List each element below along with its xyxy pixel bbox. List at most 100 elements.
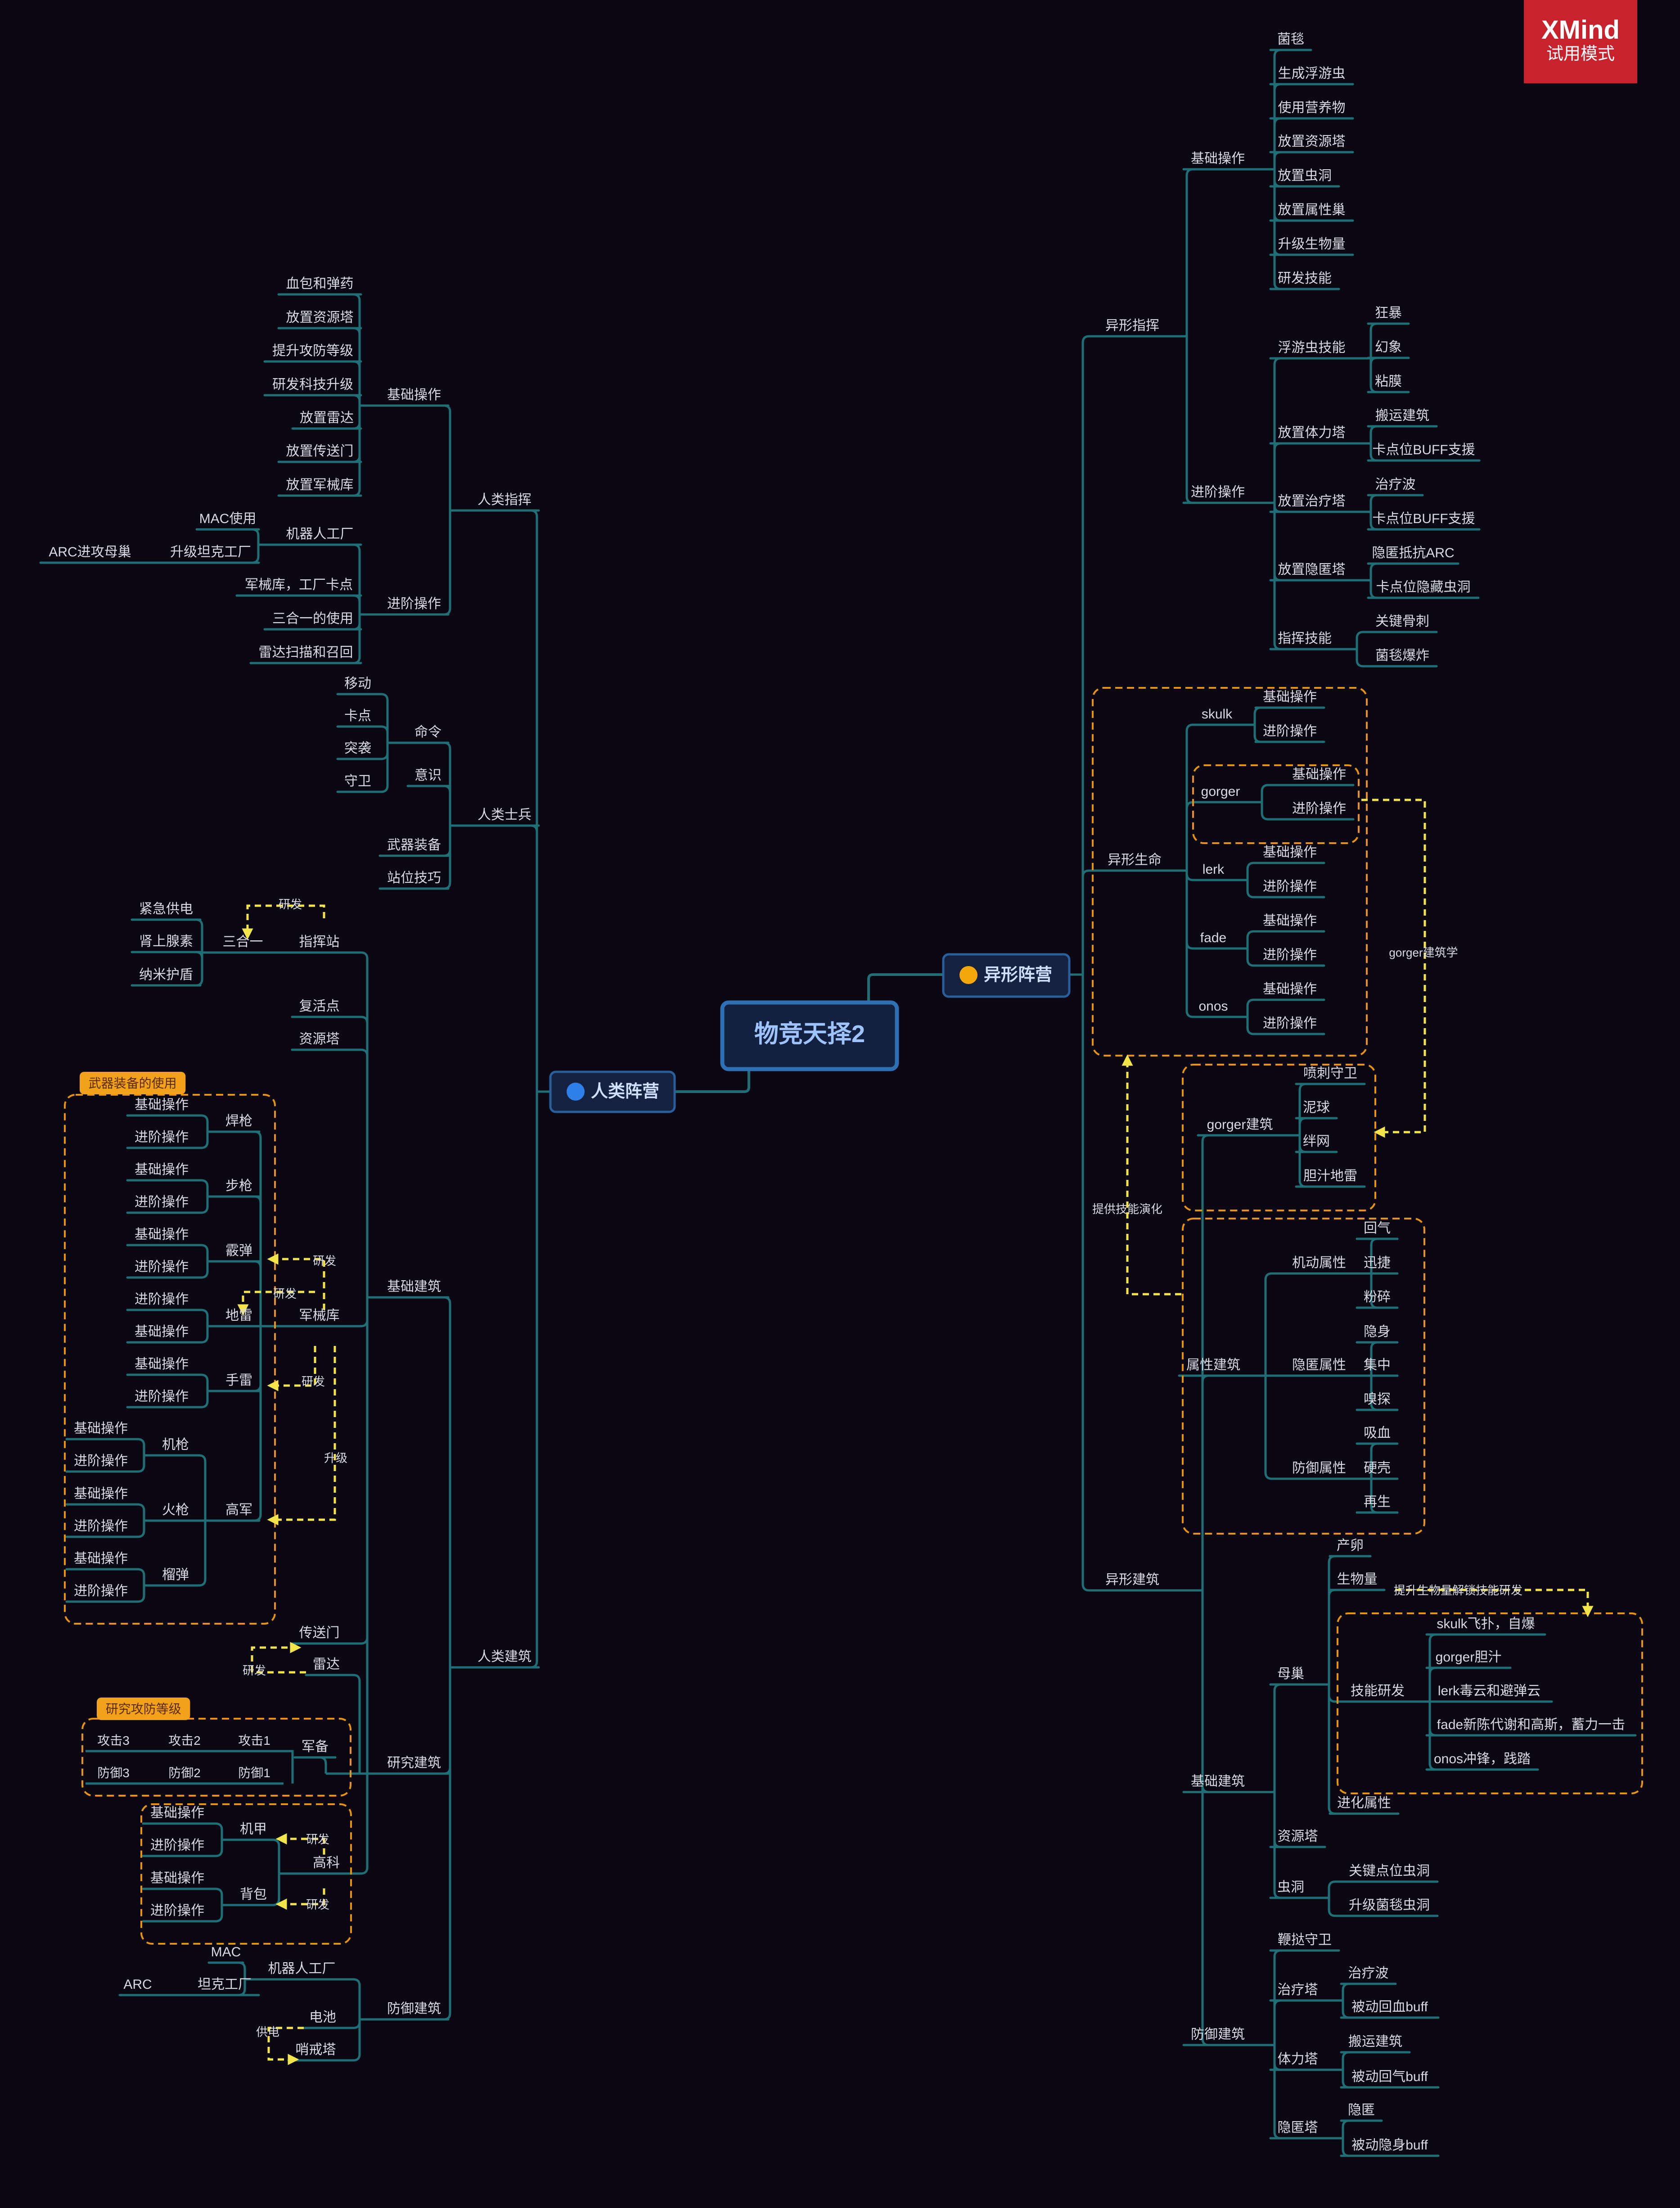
alien-commander-advanced-drifter-items-1-topic[interactable]: 幻象 [1375, 340, 1402, 355]
research-defense-2[interactable]: 防御1 [238, 1766, 270, 1780]
human-buildings-research-advanced-op-topic[interactable]: 进阶操作 [150, 1838, 204, 1853]
alien-commander-basic-items-5-topic[interactable]: 放置属性巢 [1278, 203, 1346, 217]
alien-buildings-gorger-buildings-label-topic[interactable]: gorger建筑 [1207, 1117, 1273, 1132]
root-topic-box[interactable] [720, 1000, 899, 1071]
alien-buildings-basic-hive-skill-research-label-topic[interactable]: 技能研发 [1351, 1684, 1405, 1698]
human-buildings-basic-advanced-op-topic[interactable]: 进阶操作 [135, 1260, 189, 1274]
alien-buildings-gorger-buildings-items-0-topic[interactable]: 喷刺守卫 [1303, 1066, 1357, 1081]
human-buildings-defense-robot-factory-topic[interactable]: 机器人工厂 [268, 1961, 336, 1976]
alien-buildings-defense-crag-label-topic[interactable]: 治疗塔 [1278, 1982, 1318, 1997]
human-buildings-basic-advanced-op-topic[interactable]: 进阶操作 [74, 1584, 128, 1598]
alien-buildings-basic-hive-label-topic[interactable]: 母巢 [1277, 1666, 1304, 1681]
alien-commander-label-topic[interactable]: 异形指挥 [1105, 318, 1159, 333]
alien-commander-advanced-cmd-skills-items-0-topic[interactable]: 关键骨刺 [1375, 614, 1429, 629]
human-soldier-command-items-2-topic[interactable]: 突袭 [344, 741, 371, 756]
alien-buildings-trait-mobility-items-1-topic[interactable]: 迅捷 [1364, 1255, 1391, 1270]
alien-buildings-basic-hive-skill-research-items-3-topic[interactable]: fade新陈代谢和高斯，蓄力一击 [1437, 1717, 1625, 1732]
alien-buildings-trait-stealth-items-0-topic[interactable]: 隐身 [1364, 1324, 1391, 1339]
alien-buildings-basic-wormhole-items-1-topic[interactable]: 升级菌毯虫洞 [1349, 1898, 1430, 1913]
human-buildings-basic-heavy-armor-items-0-topic[interactable]: 机枪 [162, 1437, 189, 1452]
human-soldier-label-topic[interactable]: 人类士兵 [477, 808, 531, 822]
human-buildings-basic-weapons-0-topic[interactable]: 焊枪 [225, 1114, 252, 1129]
human-commander-basic-items-3-topic[interactable]: 研发科技升级 [272, 377, 353, 392]
alien-commander-advanced-crag-label-topic[interactable]: 放置治疗塔 [1278, 494, 1346, 509]
alien-commander-basic-items-4-topic[interactable]: 放置虫洞 [1278, 168, 1332, 183]
human-buildings-basic-three-in-one-label-topic[interactable]: 三合一 [223, 935, 263, 949]
alien-commander-advanced-label-topic[interactable]: 进阶操作 [1191, 485, 1245, 500]
alien-buildings-defense-label-topic[interactable]: 防御建筑 [1191, 2027, 1245, 2042]
human-buildings-research-advanced-op-topic[interactable]: 进阶操作 [150, 1903, 204, 1918]
alien-buildings-defense-shift-label-topic[interactable]: 体力塔 [1278, 2052, 1318, 2067]
alien-lifeforms-items-1-ops-0-topic[interactable]: 基础操作 [1292, 767, 1346, 782]
human-buildings-research-label-topic[interactable]: 研究建筑 [387, 1756, 441, 1770]
alien-buildings-trait-mobility-items-2-topic[interactable]: 粉碎 [1364, 1290, 1391, 1305]
alien-commander-basic-items-0-topic[interactable]: 菌毯 [1277, 32, 1304, 47]
human-buildings-basic-three-in-one-items-2-topic[interactable]: 纳米护盾 [139, 967, 193, 982]
alien-commander-advanced-shift-items-0-topic[interactable]: 搬运建筑 [1375, 408, 1429, 423]
human-commander-basic-label-topic[interactable]: 基础操作 [387, 388, 441, 402]
alien-camp-box[interactable] [942, 953, 1071, 998]
research-defense-1[interactable]: 防御2 [168, 1766, 201, 1780]
alien-commander-advanced-shade-items-1-topic[interactable]: 卡点位隐藏虫洞 [1376, 580, 1471, 595]
human-buildings-basic-armory-topic[interactable]: 军械库 [299, 1308, 340, 1323]
human-camp-box[interactable] [549, 1070, 676, 1113]
alien-buildings-trait-stealth-items-1-topic[interactable]: 集中 [1364, 1358, 1391, 1373]
alien-lifeforms-items-1-name-topic[interactable]: gorger [1201, 784, 1240, 799]
alien-buildings-basic-hive-spawn-topic[interactable]: 产卵 [1337, 1538, 1364, 1553]
human-commander-basic-items-5-topic[interactable]: 放置传送门 [286, 444, 354, 459]
human-commander-advanced-three-in-one-topic[interactable]: 三合一的使用 [272, 611, 353, 626]
human-buildings-basic-weapons-2-topic[interactable]: 霰弹 [225, 1243, 252, 1258]
alien-lifeforms-items-3-name-topic[interactable]: fade [1200, 930, 1226, 945]
human-buildings-basic-advanced-op-topic[interactable]: 进阶操作 [74, 1454, 128, 1468]
human-commander-advanced-label-topic[interactable]: 进阶操作 [387, 596, 441, 611]
human-buildings-basic-weapons-3-topic[interactable]: 地雷 [225, 1308, 252, 1323]
human-commander-basic-items-4-topic[interactable]: 放置雷达 [300, 411, 354, 425]
human-commander-label-topic[interactable]: 人类指挥 [477, 492, 531, 507]
human-buildings-basic-basic-op-topic[interactable]: 基础操作 [135, 1227, 189, 1242]
alien-commander-advanced-drifter-items-0-topic[interactable]: 狂暴 [1375, 306, 1402, 321]
human-buildings-research-radar-topic[interactable]: 雷达 [313, 1657, 340, 1672]
alien-buildings-label-topic[interactable]: 异形建筑 [1105, 1572, 1159, 1587]
alien-buildings-gorger-buildings-items-1-topic[interactable]: 泥球 [1303, 1100, 1330, 1115]
alien-buildings-defense-shade-items-1-topic[interactable]: 被动隐身buff [1351, 2138, 1428, 2153]
alien-buildings-trait-defense-items-2-topic[interactable]: 再生 [1364, 1495, 1391, 1509]
alien-commander-advanced-shift-items-1-topic[interactable]: 卡点位BUFF支援 [1372, 443, 1475, 457]
alien-lifeforms-items-1-ops-1-topic[interactable]: 进阶操作 [1292, 801, 1346, 816]
human-commander-basic-items-2-topic[interactable]: 提升攻防等级 [272, 343, 353, 358]
human-buildings-research-armory-supply-topic[interactable]: 军备 [302, 1739, 329, 1754]
human-buildings-basic-heavy-armor-items-1-topic[interactable]: 火枪 [162, 1503, 189, 1517]
alien-lifeforms-items-0-name-topic[interactable]: skulk [1202, 707, 1233, 722]
human-buildings-basic-three-in-one-items-1-topic[interactable]: 肾上腺素 [139, 934, 193, 949]
alien-lifeforms-items-3-ops-1-topic[interactable]: 进阶操作 [1263, 948, 1317, 962]
alien-buildings-defense-crag-items-1-topic[interactable]: 被动回血buff [1351, 2000, 1428, 2014]
human-buildings-basic-advanced-op-topic[interactable]: 进阶操作 [135, 1195, 189, 1210]
human-buildings-basic-advanced-op-topic[interactable]: 进阶操作 [135, 1292, 189, 1307]
human-soldier-command-items-1-topic[interactable]: 卡点 [344, 709, 371, 723]
human-buildings-basic-heavy-armor-label-topic[interactable]: 高军 [225, 1503, 252, 1517]
alien-buildings-defense-shift-items-0-topic[interactable]: 搬运建筑 [1348, 2034, 1402, 2049]
research-attack-0[interactable]: 攻击3 [97, 1734, 130, 1747]
alien-commander-advanced-drifter-items-2-topic[interactable]: 粘膜 [1375, 374, 1402, 389]
alien-commander-advanced-drifter-label-topic[interactable]: 浮游虫技能 [1278, 340, 1346, 355]
human-buildings-defense-arc-topic[interactable]: ARC [123, 1977, 152, 1992]
alien-buildings-basic-hive-evolution-topic[interactable]: 进化属性 [1337, 1796, 1391, 1811]
human-buildings-basic-teleporter-topic[interactable]: 传送门 [299, 1626, 340, 1640]
human-commander-basic-items-6-topic[interactable]: 放置军械库 [286, 478, 354, 492]
human-buildings-basic-basic-op-topic[interactable]: 基础操作 [74, 1551, 128, 1566]
human-buildings-basic-advanced-op-topic[interactable]: 进阶操作 [135, 1130, 189, 1145]
human-commander-advanced-arc-siege-topic[interactable]: ARC进攻母巢 [49, 545, 131, 560]
alien-buildings-basic-hive-skill-research-items-0-topic[interactable]: skulk飞扑，自爆 [1437, 1616, 1535, 1631]
alien-buildings-basic-hive-skill-research-items-2-topic[interactable]: lerk毒云和避弹云 [1438, 1684, 1540, 1698]
human-buildings-basic-label-topic[interactable]: 基础建筑 [387, 1279, 441, 1294]
human-buildings-basic-command-station-topic[interactable]: 指挥站 [299, 935, 340, 949]
human-buildings-basic-advanced-op-topic[interactable]: 进阶操作 [74, 1519, 128, 1534]
human-buildings-defense-battery-topic[interactable]: 电池 [309, 2010, 336, 2025]
alien-buildings-trait-defense-items-0-topic[interactable]: 吸血 [1364, 1426, 1391, 1440]
alien-commander-basic-items-7-topic[interactable]: 研发技能 [1278, 271, 1332, 286]
human-buildings-basic-weapons-4-topic[interactable]: 手雷 [225, 1373, 252, 1388]
human-commander-advanced-radar-scan-topic[interactable]: 雷达扫描和召回 [259, 645, 353, 660]
alien-commander-basic-label-topic[interactable]: 基础操作 [1191, 151, 1245, 166]
research-attack-1[interactable]: 攻击2 [168, 1734, 201, 1747]
research-attack-2[interactable]: 攻击1 [238, 1734, 270, 1747]
alien-commander-advanced-shade-label-topic[interactable]: 放置隐匿塔 [1278, 562, 1346, 577]
